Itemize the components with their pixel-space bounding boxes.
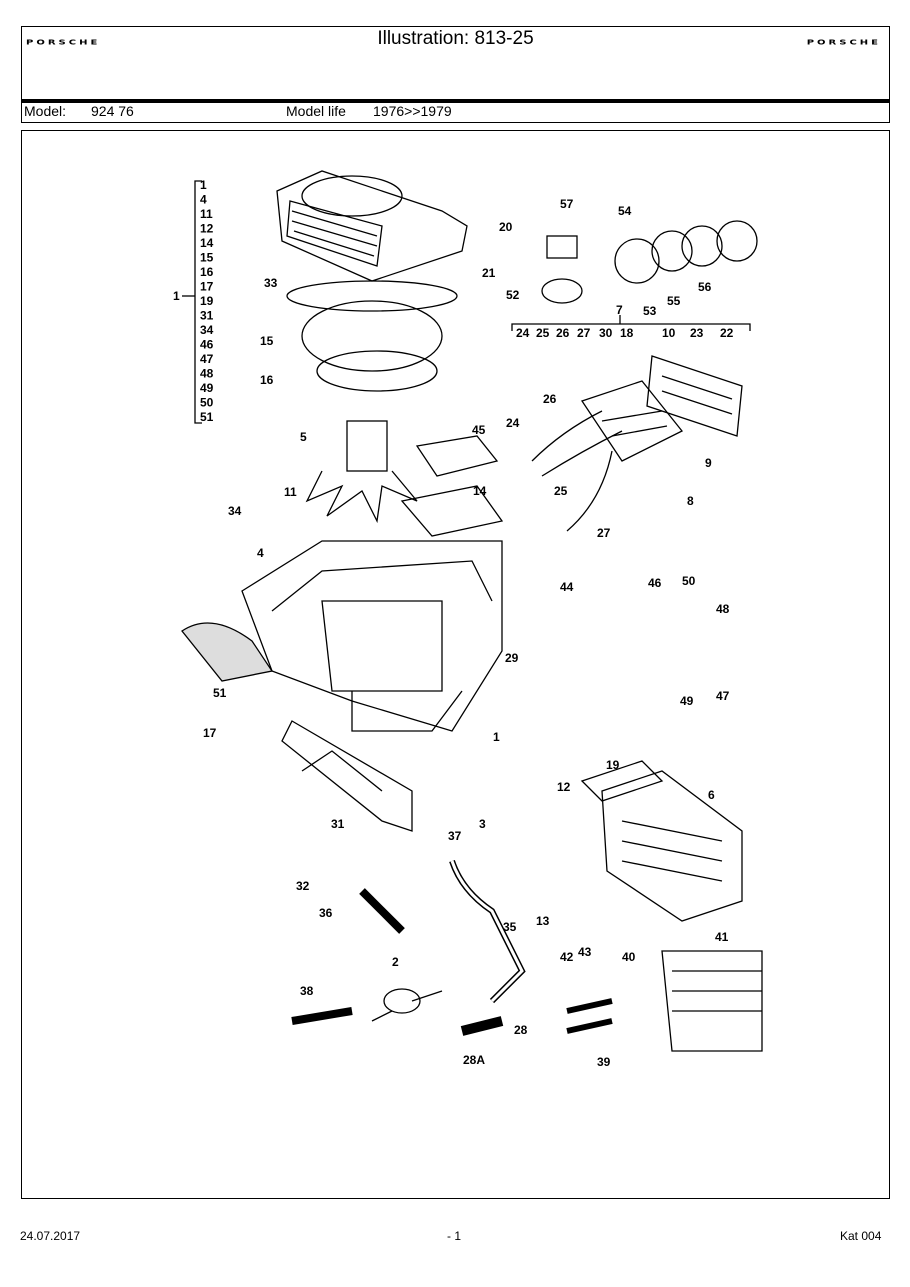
group7-label: 7	[616, 303, 623, 317]
group7-item-22: 22	[720, 326, 734, 340]
callout-32: 32	[296, 879, 310, 893]
group1-item-16: 16	[200, 265, 214, 279]
group7-item-23: 23	[690, 326, 704, 340]
callout-43: 43	[578, 945, 592, 959]
callout-28A: 28A	[463, 1053, 485, 1067]
callout-52: 52	[506, 288, 520, 302]
footer-catalog: Kat 004	[840, 1229, 882, 1243]
callout-35: 35	[503, 920, 517, 934]
group1-item-19: 19	[200, 294, 214, 308]
callout-49: 49	[680, 694, 694, 708]
callout-2: 2	[392, 955, 399, 969]
group7-item-25: 25	[536, 326, 550, 340]
callout-14: 14	[473, 484, 487, 498]
group1-label: 1	[173, 289, 180, 303]
callout-54: 54	[618, 204, 632, 218]
callout-44: 44	[560, 580, 574, 594]
callout-48: 48	[716, 602, 730, 616]
callout-41: 41	[715, 930, 729, 944]
group7-item-10: 10	[662, 326, 676, 340]
callout-6: 6	[708, 788, 715, 802]
group1-item-14: 14	[200, 236, 214, 250]
callout-19: 19	[606, 758, 620, 772]
callout-27: 27	[597, 526, 611, 540]
group1-item-47: 47	[200, 352, 214, 366]
group1-item-1: 1	[200, 178, 207, 192]
page-title: Illustration: 813-25	[377, 28, 534, 49]
model-value: 924 76	[91, 103, 134, 119]
callout-57: 57	[560, 197, 574, 211]
group7-item-18: 18	[620, 326, 634, 340]
callout-47: 47	[716, 689, 730, 703]
group1-item-31: 31	[200, 309, 214, 323]
group1-item-12: 12	[200, 222, 214, 236]
callout-24: 24	[506, 416, 520, 430]
group7-item-27: 27	[577, 326, 591, 340]
group1-item-49: 49	[200, 381, 214, 395]
callout-13: 13	[536, 914, 550, 928]
callout-33: 33	[264, 276, 278, 290]
callout-21: 21	[482, 266, 496, 280]
callout-25: 25	[554, 484, 568, 498]
callout-36: 36	[319, 906, 333, 920]
callout-31: 31	[331, 817, 345, 831]
callout-29: 29	[505, 651, 519, 665]
callout-37: 37	[448, 829, 462, 843]
group1-item-34: 34	[200, 323, 214, 337]
group1-item-17: 17	[200, 280, 214, 294]
footer-page: - 1	[447, 1229, 462, 1243]
callout-16: 16	[260, 373, 274, 387]
callout-1: 1	[493, 730, 500, 744]
callout-26: 26	[543, 392, 557, 406]
callout-50: 50	[682, 574, 696, 588]
group1-item-11: 11	[200, 207, 213, 221]
callout-15: 15	[260, 334, 274, 348]
model-life-label: Model life	[286, 103, 346, 119]
callout-17: 17	[203, 726, 217, 740]
group1-item-50: 50	[200, 396, 214, 410]
callout-51: 51	[213, 686, 227, 700]
porsche-logo-right: PORSCHE	[806, 38, 881, 47]
footer-date: 24.07.2017	[20, 1229, 81, 1243]
callout-56: 56	[698, 280, 712, 294]
group1-item-51: 51	[200, 410, 214, 424]
callout-4: 4	[257, 546, 264, 560]
callout-8: 8	[687, 494, 694, 508]
group1-item-48: 48	[200, 367, 214, 381]
callout-42: 42	[560, 950, 574, 964]
callout-12: 12	[557, 780, 571, 794]
callout-55: 55	[667, 294, 681, 308]
callout-45: 45	[472, 423, 486, 437]
callout-5: 5	[300, 430, 307, 444]
parts-drawing	[181, 170, 763, 1052]
model-bar: Model: 924 76 Model life 1976>>1979	[21, 100, 890, 123]
callout-20: 20	[499, 220, 513, 234]
model-label: Model:	[24, 103, 67, 119]
porsche-logo-left: PORSCHE	[26, 38, 101, 47]
callout-40: 40	[622, 950, 636, 964]
header-box: PORSCHE Illustration: 813-25 PORSCHE	[21, 26, 890, 100]
group7-item-24: 24	[516, 326, 530, 340]
callout-53: 53	[643, 304, 657, 318]
callout-39: 39	[597, 1055, 611, 1069]
group7-item-26: 26	[556, 326, 570, 340]
callout-3: 3	[479, 817, 486, 831]
group1-item-46: 46	[200, 338, 214, 352]
group7-item-30: 30	[599, 326, 613, 340]
callout-9: 9	[705, 456, 712, 470]
group1-item-4: 4	[200, 193, 207, 207]
model-life-value: 1976>>1979	[373, 103, 452, 119]
callout-28: 28	[514, 1023, 528, 1037]
callout-11: 11	[284, 485, 297, 499]
callout-38: 38	[300, 984, 314, 998]
callout-46: 46	[648, 576, 662, 590]
group1-item-15: 15	[200, 251, 214, 265]
callout-34: 34	[228, 504, 242, 518]
